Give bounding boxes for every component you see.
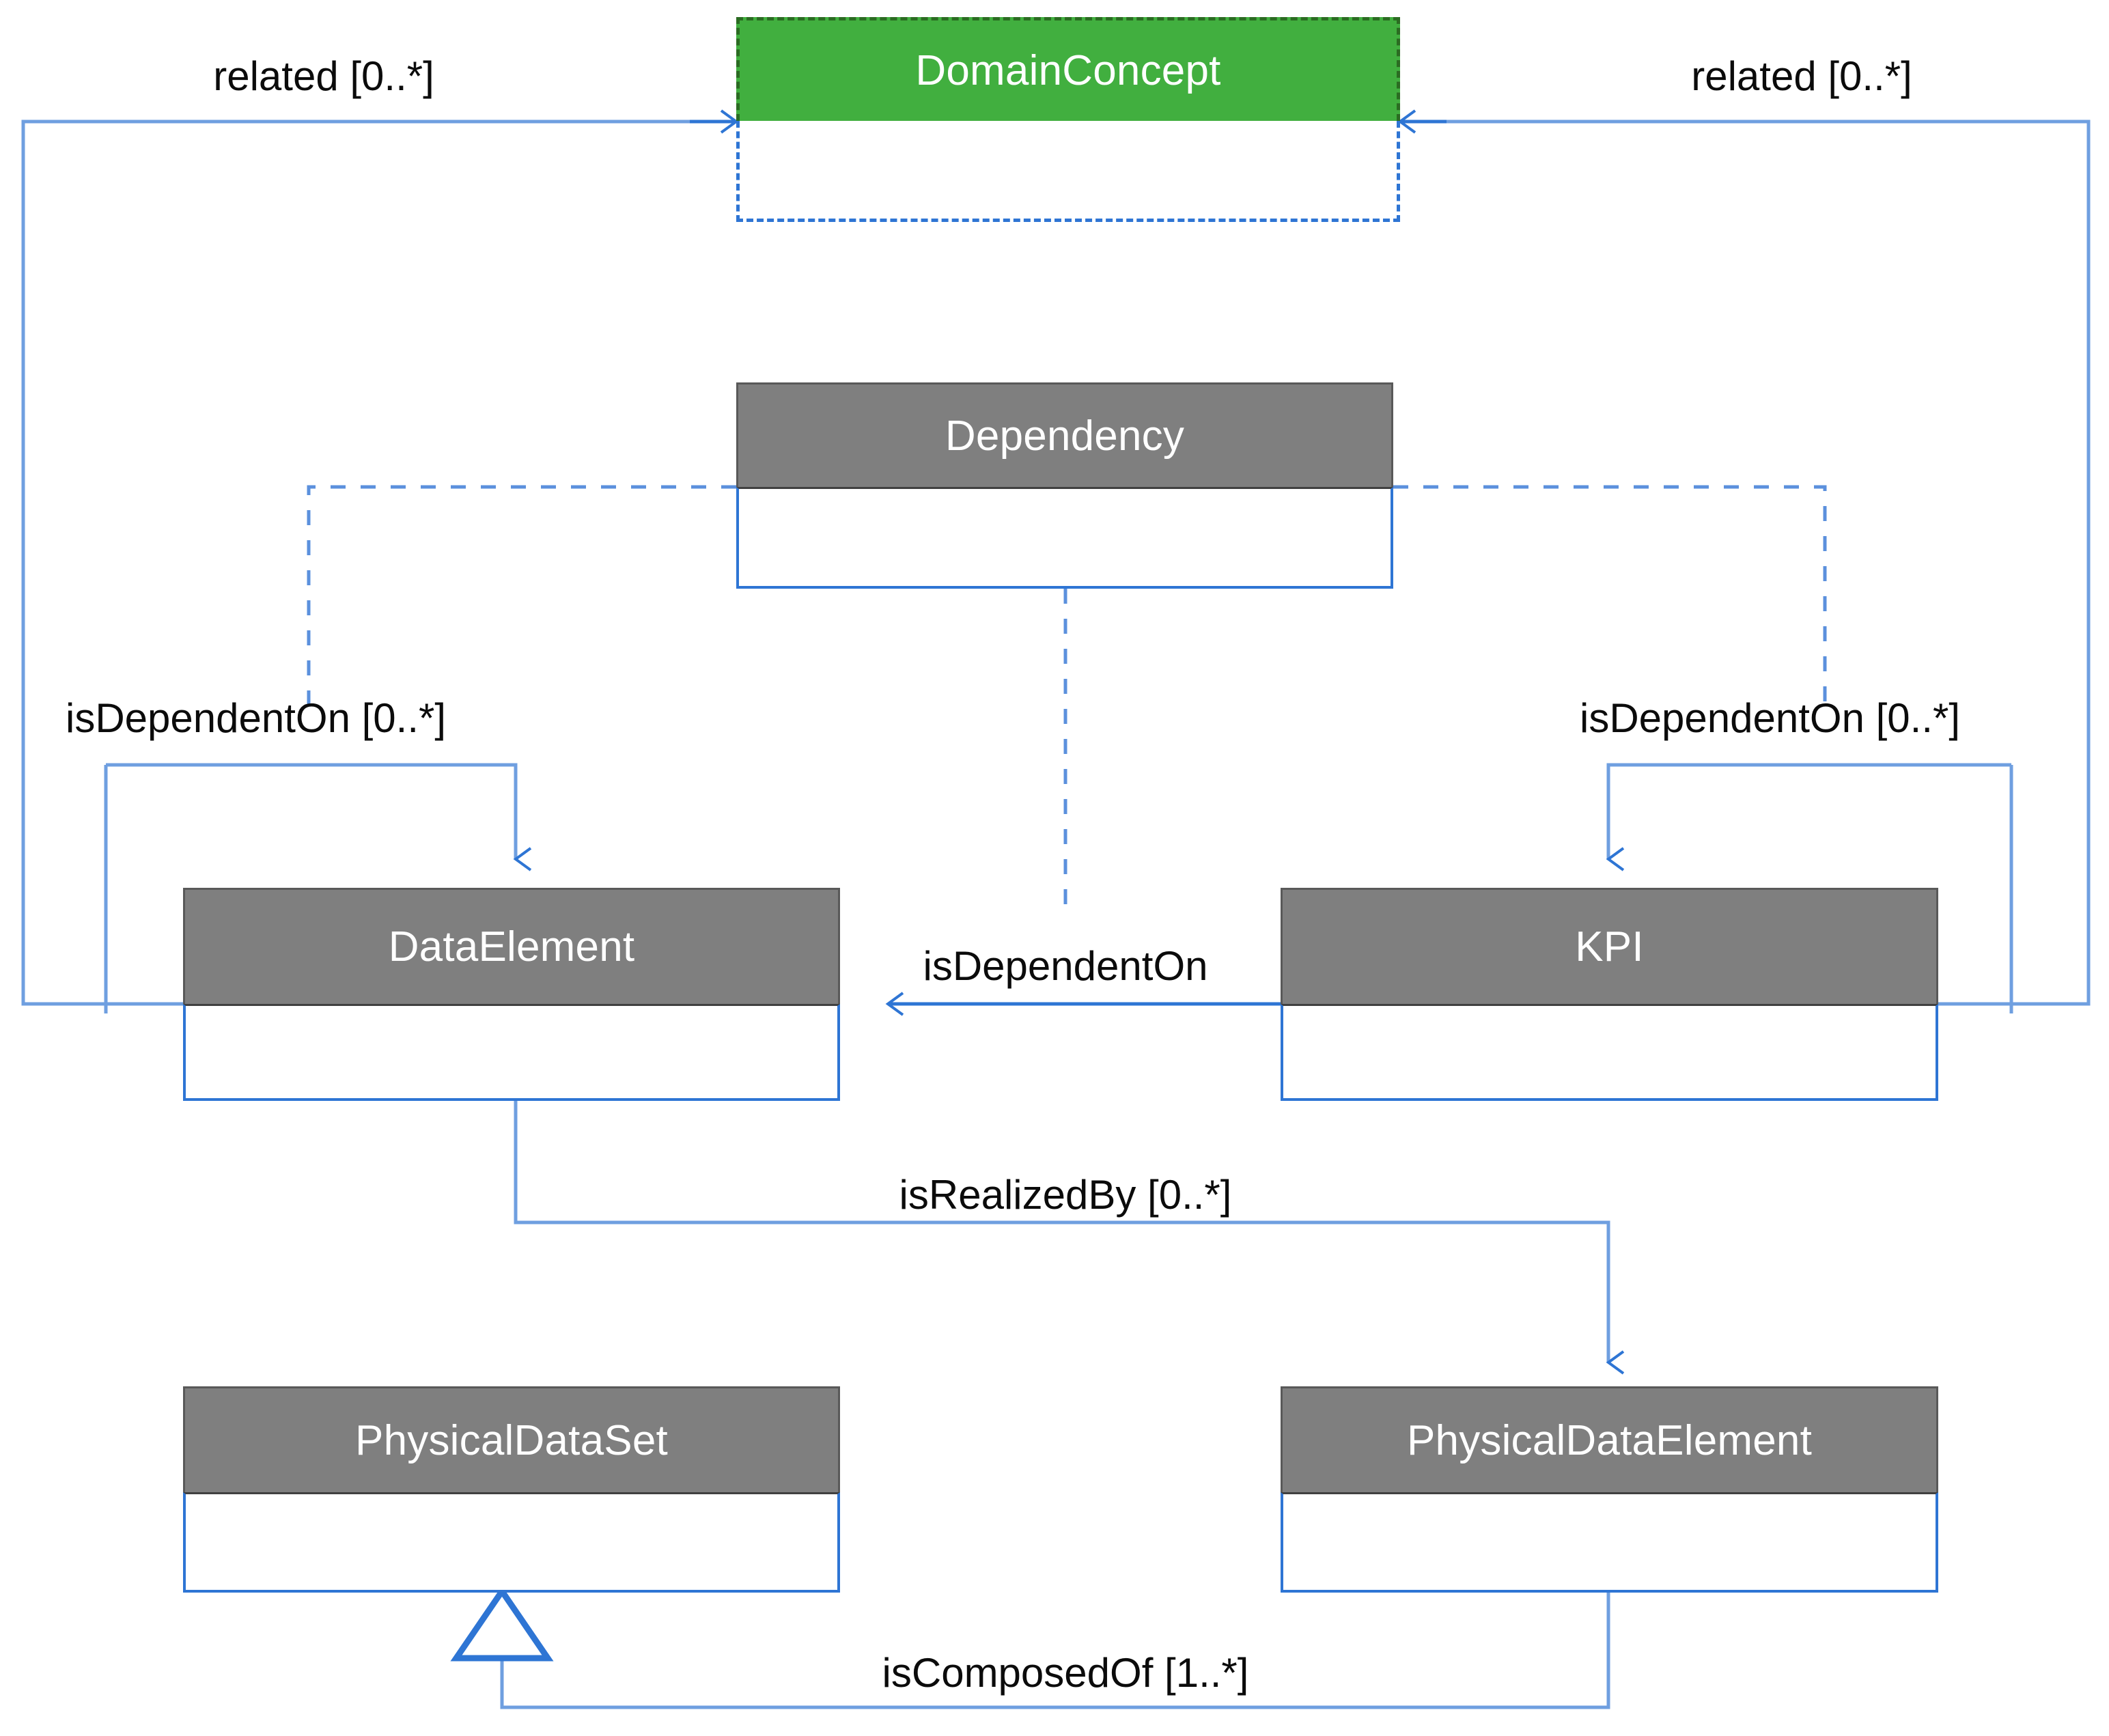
class-attributes-domainconcept: [736, 121, 1400, 222]
class-attributes-physicaldataset: [183, 1492, 840, 1593]
class-box-dependency[interactable]: Dependency: [736, 382, 1393, 589]
connector-dependency-left-dashed: [307, 485, 736, 712]
edge-label-iscomposedof: isComposedOf [1..*]: [882, 1650, 1249, 1696]
edge-label-isdependenton-left: isDependentOn [0..*]: [66, 695, 447, 741]
class-name-dataelement: DataElement: [183, 888, 840, 1004]
class-box-physicaldataset[interactable]: PhysicalDataSet: [183, 1386, 840, 1593]
edge-label-isrealizedby: isRealizedBy [0..*]: [899, 1172, 1232, 1218]
class-name-dependency: Dependency: [736, 382, 1393, 487]
connector-iscomposedof: [450, 1586, 1610, 1709]
edge-label-related-left: related [0..*]: [213, 53, 434, 99]
connector-isdependenton-left: [104, 763, 532, 1013]
class-name-physicaldataelement: PhysicalDataElement: [1281, 1386, 1938, 1492]
class-name-physicaldataset: PhysicalDataSet: [183, 1386, 840, 1492]
class-attributes-dependency: [736, 487, 1393, 589]
class-attributes-kpi: [1281, 1004, 1938, 1101]
connector-related-left: [21, 109, 739, 1006]
class-attributes-physicaldataelement: [1281, 1492, 1938, 1593]
connector-isdependenton-right: [1606, 763, 2013, 1013]
class-box-dataelement[interactable]: DataElement: [183, 888, 840, 1101]
connector-related-right: [1397, 109, 2091, 1006]
class-name-domainconcept: DomainConcept: [736, 17, 1400, 121]
edge-label-related-right: related [0..*]: [1691, 53, 1912, 99]
class-box-domainconcept[interactable]: DomainConcept: [736, 17, 1400, 222]
class-name-kpi: KPI: [1281, 888, 1938, 1004]
class-box-physicaldataelement[interactable]: PhysicalDataElement: [1281, 1386, 1938, 1593]
connector-dependency-right-dashed: [1393, 485, 1827, 712]
edge-label-isdependenton-middle: isDependentOn: [923, 943, 1208, 989]
edge-label-isdependenton-right: isDependentOn [0..*]: [1580, 695, 1961, 741]
class-attributes-dataelement: [183, 1004, 840, 1101]
connector-isrealizedby: [514, 1101, 1625, 1375]
class-box-kpi[interactable]: KPI: [1281, 888, 1938, 1101]
